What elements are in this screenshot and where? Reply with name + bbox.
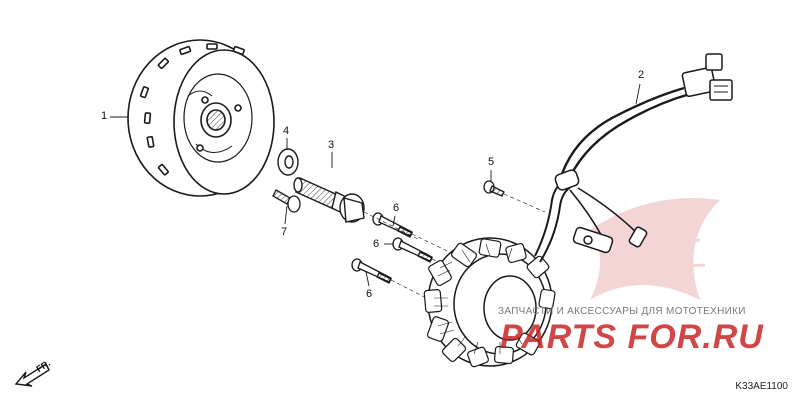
front-direction-arrow-icon bbox=[14, 362, 50, 387]
callout-6-upper: 6 bbox=[393, 202, 400, 214]
callout-7: 7 bbox=[281, 226, 288, 238]
callout-4: 4 bbox=[283, 125, 290, 137]
callout-2: 2 bbox=[638, 69, 645, 81]
watermark-tagline: ЗАПЧАСТИ И АКСЕССУАРЫ ДЛЯ МОТОТЕХНИКИ bbox=[498, 306, 746, 317]
stator-bolt-middle bbox=[392, 237, 433, 263]
diagram-code: K33AE1100 bbox=[735, 381, 788, 392]
watermark-brand: PARTS FOR.RU bbox=[500, 318, 764, 356]
watermark-logo bbox=[590, 198, 720, 300]
flywheel-bolt-part bbox=[293, 177, 365, 223]
washer-part bbox=[277, 148, 299, 176]
callout-1: 1 bbox=[101, 110, 108, 122]
stator-part bbox=[423, 53, 733, 368]
leader-lines bbox=[110, 83, 641, 287]
flywheel-part bbox=[127, 39, 275, 197]
stator-bolt-upper bbox=[372, 212, 413, 238]
callout-3: 3 bbox=[328, 139, 335, 151]
callout-5: 5 bbox=[488, 156, 495, 168]
callout-6-middle: 6 bbox=[373, 238, 380, 250]
callout-6-lower: 6 bbox=[366, 288, 373, 300]
screw-part bbox=[483, 180, 505, 197]
stator-bolt-lower bbox=[351, 258, 392, 284]
small-bolt-part bbox=[272, 189, 301, 213]
